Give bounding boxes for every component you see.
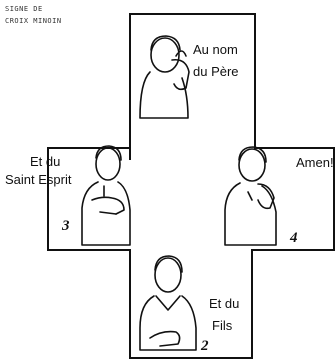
step-number-4: 4 xyxy=(290,230,298,246)
caption-bottom-line-1: Et du xyxy=(209,296,240,311)
step-number-2: 2 xyxy=(201,338,209,354)
figure-right xyxy=(224,146,277,246)
figure-top xyxy=(139,35,190,119)
step-number-3: 3 xyxy=(62,218,70,234)
caption-top-line-1: Au nom xyxy=(193,42,238,57)
title-line-2: CROIX MINOIN xyxy=(5,17,62,25)
caption-bottom-line-2: Fils xyxy=(212,318,233,333)
figure-bottom xyxy=(139,255,197,351)
caption-right-line-1: Amen! xyxy=(296,155,334,170)
title-line-1: SIGNE DE xyxy=(5,5,43,13)
caption-left-line-1: Et du xyxy=(30,154,61,169)
figure-left xyxy=(81,145,131,246)
caption-top-line-2: du Père xyxy=(193,64,239,79)
caption-left-line-2: Saint Esprit xyxy=(5,172,72,187)
